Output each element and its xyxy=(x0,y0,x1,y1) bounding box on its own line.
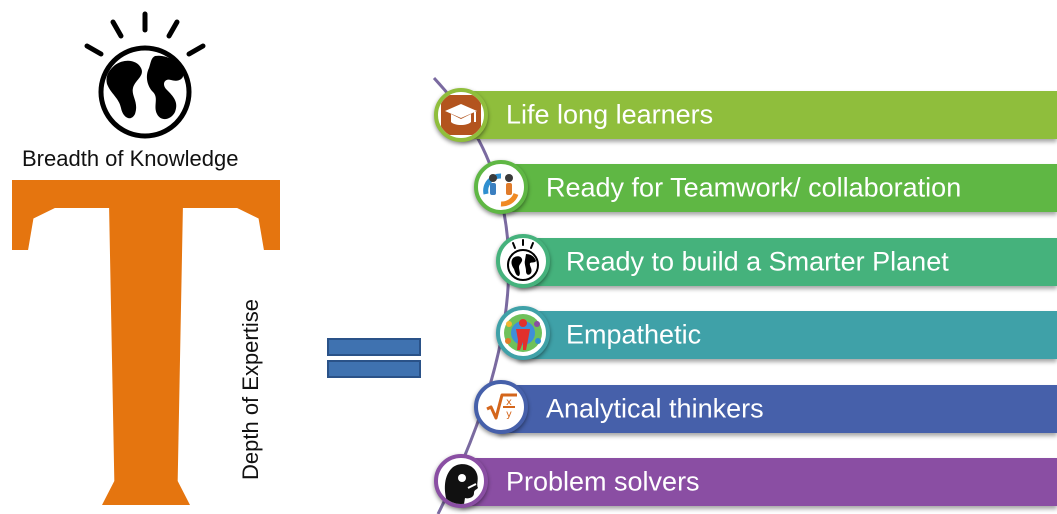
trait-banner-problem-solvers: Problem solvers xyxy=(460,458,1057,506)
svg-text:y: y xyxy=(506,409,512,420)
trait-banner-smarter-planet: Ready to build a Smarter Planet xyxy=(518,238,1057,286)
trait-label: Ready for Teamwork/ collaboration xyxy=(546,172,962,203)
trait-banner-teamwork: Ready for Teamwork/ collaboration xyxy=(498,164,1057,212)
trait-banner-empathetic: Empathetic xyxy=(518,311,1057,359)
trait-banner-analytical: Analytical thinkers xyxy=(498,385,1057,433)
svg-text:x: x xyxy=(506,397,512,408)
trait-label: Ready to build a Smarter Planet xyxy=(566,246,949,277)
letter-t-stem xyxy=(102,205,190,505)
math-root-icon: x y xyxy=(474,380,528,434)
people-circle-icon xyxy=(496,306,550,360)
trait-label: Empathetic xyxy=(566,319,702,350)
teamwork-icon xyxy=(474,160,528,214)
globe-icon xyxy=(84,11,206,139)
breadth-of-knowledge-label: Breadth of Knowledge xyxy=(22,146,239,171)
depth-of-expertise-label: Depth of Expertise xyxy=(238,299,263,480)
globe-icon xyxy=(496,234,550,288)
graduation-cap-icon xyxy=(434,88,488,142)
trait-label: Life long learners xyxy=(506,99,714,130)
equals-sign-bottom-bar xyxy=(327,360,421,378)
equals-sign-top-bar xyxy=(327,338,421,356)
trait-banner-lifelong-learners: Life long learners xyxy=(460,91,1057,139)
trait-label: Problem solvers xyxy=(506,466,700,497)
thinking-head-icon xyxy=(434,454,488,508)
trait-label: Analytical thinkers xyxy=(546,393,764,424)
